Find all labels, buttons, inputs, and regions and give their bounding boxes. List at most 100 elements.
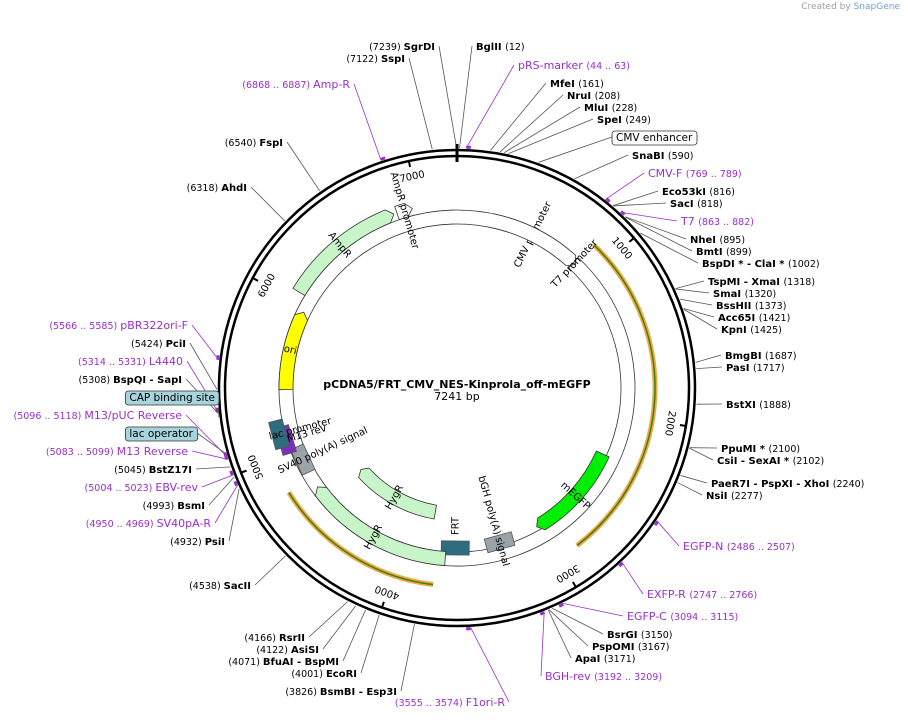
enzyme-label-44: (4932) PsiI (170, 537, 225, 548)
site-text: MfeI (161) (550, 79, 604, 90)
site-text: BssHII (1373) (716, 301, 786, 312)
primer-label-28: (5314 .. 5331) L4440 (78, 355, 183, 368)
leader-24 (683, 308, 718, 330)
primer-mark-40 (229, 470, 234, 476)
site-text: (7239) SgrDI (369, 42, 435, 53)
leader-2 (459, 45, 473, 149)
tick-6000 (252, 277, 259, 282)
site-text: (6540) FspI (225, 138, 283, 149)
site-text: (4071) BfuAI - BspMI (228, 657, 339, 668)
leader-56 (540, 611, 545, 677)
enzyme-label-24: KpnI (1425) (721, 325, 782, 336)
site-text: pRS-marker (44 .. 63) (518, 59, 630, 72)
box-frame (611, 130, 698, 146)
enzyme-label-41: NsiI (2277) (706, 491, 763, 502)
site-text: ApaI (3171) (575, 654, 635, 665)
orf-arc-inner-1 (288, 492, 434, 586)
enzyme-label-39: PaeR7I - PspXI - XhoI (2240) (711, 479, 864, 490)
enzyme-label-55: (4001) EcoRI (291, 669, 357, 680)
primer-label-45: EGFP-N (2486 .. 2507) (683, 540, 795, 553)
tick-label-2000: 2000 (662, 410, 677, 437)
enzyme-label-14: Eco53kI (816) (662, 187, 735, 198)
box-text: CMV enhancer (616, 132, 693, 144)
leader-58 (470, 627, 510, 703)
feature-mEGFP (536, 450, 610, 531)
enzyme-label-20: TspMI - XmaI (1318) (708, 277, 815, 288)
enzyme-label-30: (5308) BspQI - SapI (78, 375, 182, 386)
primer-mark-25 (216, 355, 220, 360)
site-text: PaeR7I - PspXI - XhoI (2240) (711, 479, 864, 490)
site-text: (6318) AhdI (187, 183, 247, 194)
site-text: NheI (895) (690, 235, 745, 246)
leader-42 (208, 476, 235, 506)
site-text: SmaI (1320) (713, 289, 776, 300)
leader-22 (679, 298, 713, 306)
leader-21 (675, 288, 710, 294)
site-text: (4122) AsiSI (256, 645, 319, 656)
site-text: T7 (863 .. 882) (680, 215, 754, 228)
site-text: BmtI (899) (696, 247, 752, 258)
enzyme-label-54: (4071) BfuAI - BspMI (228, 657, 339, 668)
primer-mark-48 (558, 602, 564, 608)
leader-27 (695, 354, 722, 363)
leader-40 (201, 474, 234, 488)
primer-label-16: T7 (863 .. 882) (680, 215, 754, 228)
leader-36 (191, 450, 228, 460)
feature-lac-promoter (268, 418, 290, 451)
tick-label-7000: 7000 (399, 169, 426, 185)
enzyme-label-18: BmtI (899) (696, 247, 752, 258)
leader-41 (677, 482, 703, 496)
leader-12 (605, 172, 645, 200)
leader-39 (680, 475, 708, 484)
feature-bgh-polya (483, 531, 516, 554)
leader-15 (613, 202, 667, 207)
site-text: BstXI (1888) (726, 400, 791, 411)
site-text: NsiI (2277) (706, 491, 763, 502)
site-text: (5004 .. 5023) EBV-rev (85, 481, 199, 494)
leader-3 (465, 64, 515, 149)
orf-arc-inner-0 (576, 244, 656, 547)
orf-arcs (286, 243, 658, 588)
site-text: (4950 .. 4969) SV40pA-R (86, 517, 212, 530)
enzyme-label-19: BspDI * - ClaI * (1002) (702, 259, 820, 270)
leader-50 (308, 601, 348, 638)
site-text: (5308) BspQI - SapI (78, 375, 182, 386)
plasmid-name: pCDNA5/FRT_CMV_NES-Kinprola_off-mEGFP (323, 378, 591, 391)
feature-ori (278, 311, 308, 391)
enzyme-label-46: (4538) SacII (189, 581, 251, 592)
enzyme-label-22: BssHII (1373) (716, 301, 786, 312)
leader-4 (353, 83, 382, 161)
feature-box-label-9: CMV enhancer (611, 130, 698, 146)
tick-7000 (407, 160, 412, 168)
tick-label-3000: 3000 (554, 562, 581, 584)
primer-label-33: (5096 .. 5118) M13/pUC Reverse (14, 409, 183, 422)
enzyme-label-13: (6318) AhdI (187, 183, 247, 194)
leader-55 (360, 614, 380, 674)
site-text: EXFP-R (2747 .. 2766) (647, 588, 757, 601)
enzyme-label-8: SpeI (249) (597, 115, 651, 126)
feature-label-ori: ori (283, 344, 298, 358)
primer-label-25: (5566 .. 5585) pBR322ori-F (49, 319, 188, 332)
enzyme-label-57: (3826) BsmBI - Esp3I (285, 687, 397, 698)
tick-label-5000: 5000 (247, 453, 267, 481)
tick-4000 (381, 601, 385, 608)
primer-label-47: EXFP-R (2747 .. 2766) (647, 588, 757, 601)
enzyme-label-23: Acc65I (1421) (718, 313, 790, 324)
leader-57 (400, 624, 415, 692)
enzyme-label-5: MfeI (161) (550, 79, 604, 90)
enzyme-label-0: (7239) SgrDI (369, 42, 435, 53)
site-text: (5083 .. 5099) M13 Reverse (46, 445, 188, 458)
feature-box-label-31: CAP binding site (124, 390, 220, 406)
site-text: SpeI (249) (597, 115, 651, 126)
primer-label-40: (5004 .. 5023) EBV-rev (85, 481, 199, 494)
enzyme-label-21: SmaI (1320) (713, 289, 776, 300)
site-text: BglII (12) (476, 42, 525, 53)
site-text: (4932) PsiI (170, 537, 225, 548)
site-text: (5566 .. 5585) pBR322ori-F (49, 319, 188, 332)
site-text: (4993) BsmI (143, 501, 205, 512)
feature-AmpR (292, 209, 395, 297)
primer-label-56: BGH-rev (3192 .. 3209) (545, 670, 662, 683)
site-text: EGFP-N (2486 .. 2507) (683, 540, 795, 553)
